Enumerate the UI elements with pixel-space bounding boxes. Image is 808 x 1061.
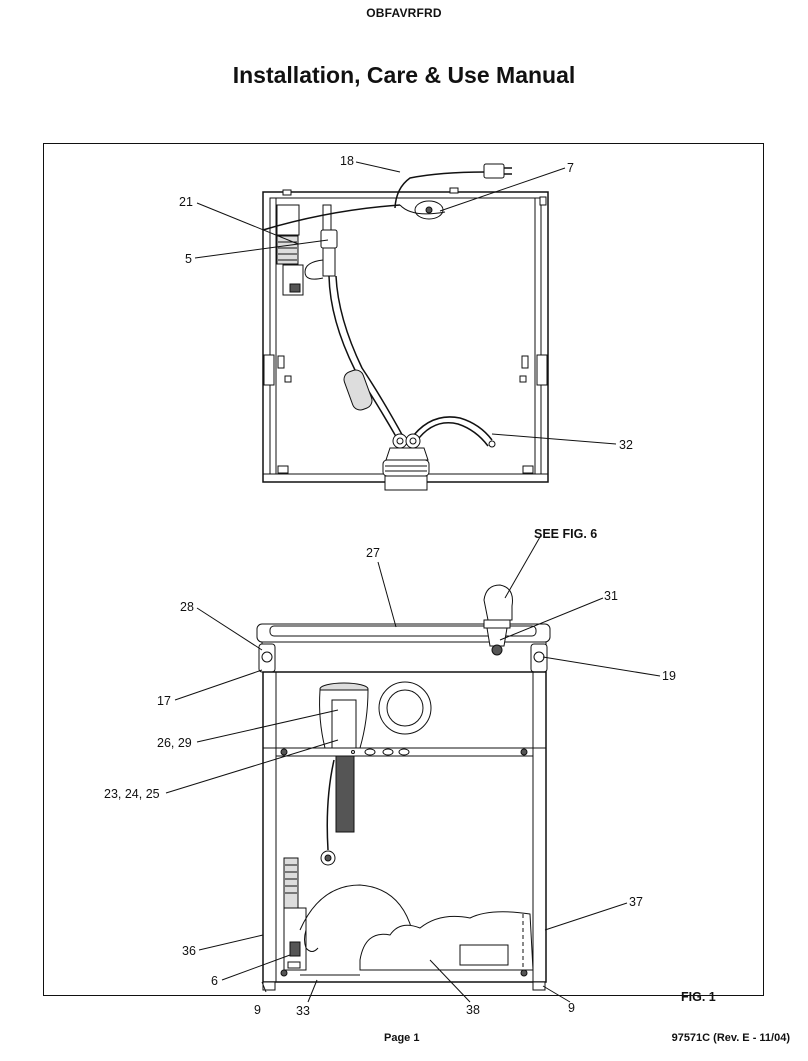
callout-21: 21	[179, 195, 193, 209]
callout-17: 17	[157, 694, 171, 708]
callout-28: 28	[180, 600, 194, 614]
callout-36: 36	[182, 944, 196, 958]
callout-26-29: 26, 29	[157, 736, 192, 750]
callout-labels: 18 7 21 5 32 SEE FIG. 6 27 31 28 19 17 2…	[104, 154, 716, 1018]
callout-7: 7	[567, 161, 574, 175]
callout-27: 27	[366, 546, 380, 560]
see-fig-6-note: SEE FIG. 6	[534, 527, 597, 541]
callout-32: 32	[619, 438, 633, 452]
lower-unit-drawing	[256, 584, 551, 991]
callout-9-left: 9	[254, 1003, 261, 1017]
callout-37: 37	[629, 895, 643, 909]
callout-19: 19	[662, 669, 676, 683]
figure-label: FIG. 1	[681, 990, 716, 1004]
callout-33: 33	[296, 1004, 310, 1018]
upper-unit-drawing	[262, 163, 549, 491]
callout-5: 5	[185, 252, 192, 266]
callout-31: 31	[604, 589, 618, 603]
callout-6: 6	[211, 974, 218, 988]
figure-frame	[43, 143, 764, 996]
page-number: Page 1	[384, 1032, 420, 1044]
callout-38: 38	[466, 1003, 480, 1017]
page-title: Installation, Care & Use Manual	[232, 62, 576, 88]
callout-9-right: 9	[568, 1001, 575, 1015]
callout-18: 18	[340, 154, 354, 168]
model-number: OBFAVRFRD	[366, 6, 442, 20]
document-number: 97571C (Rev. E - 11/04)	[671, 1032, 790, 1044]
callout-23-24-25: 23, 24, 25	[104, 787, 160, 801]
leader-lines	[165, 161, 661, 1003]
